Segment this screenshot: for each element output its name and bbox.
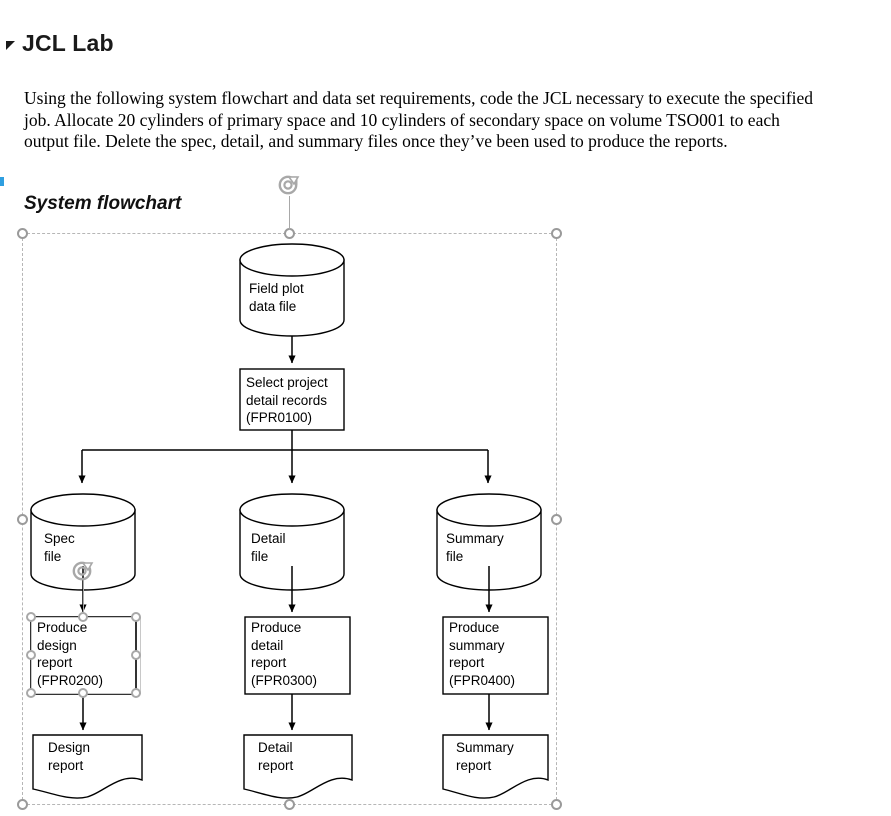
label-spec-file: Spec file bbox=[44, 531, 75, 564]
node-field-plot-data-file[interactable] bbox=[239, 243, 345, 337]
node-detail-report-document[interactable] bbox=[243, 734, 353, 799]
label-produce-summary-report: Produce summary report (FPR0400) bbox=[449, 620, 516, 688]
node-produce-detail-report-box[interactable] bbox=[244, 616, 351, 695]
rotate-icon[interactable] bbox=[276, 172, 302, 198]
label-design-report: Design report bbox=[48, 740, 91, 773]
node-produce-summary-report-box[interactable] bbox=[442, 616, 549, 695]
shape-handle-middle-left[interactable] bbox=[26, 650, 36, 660]
shape-rotation-handle-stem bbox=[83, 580, 84, 614]
label-summary-report: Summary report bbox=[456, 740, 514, 773]
page-header: JCL Lab bbox=[6, 30, 114, 57]
rotation-handle-stem bbox=[289, 196, 290, 230]
label-detail-file: Detail file bbox=[251, 531, 286, 564]
shape-handle-bottom-left[interactable] bbox=[26, 688, 36, 698]
selection-handle-bottom-left[interactable] bbox=[17, 799, 28, 810]
connector-branch-tree bbox=[78, 430, 492, 484]
left-edge-marker bbox=[0, 177, 4, 186]
shape-handle-bottom-center[interactable] bbox=[78, 688, 88, 698]
label-detail-report: Detail report bbox=[258, 740, 294, 773]
shape-handle-bottom-right[interactable] bbox=[131, 688, 141, 698]
intro-paragraph: Using the following system flowchart and… bbox=[24, 88, 814, 151]
flowchart-heading: System flowchart bbox=[24, 193, 182, 214]
connector-produce-to-documents bbox=[79, 694, 493, 731]
label-summary-file: Summary file bbox=[446, 531, 504, 564]
selection-handle-bottom-center[interactable] bbox=[284, 799, 295, 810]
label-produce-detail-report: Produce detail report (FPR0300) bbox=[251, 620, 318, 688]
collapse-triangle-icon[interactable] bbox=[6, 41, 15, 50]
node-spec-file[interactable] bbox=[30, 493, 136, 591]
selection-handle-top-left[interactable] bbox=[17, 228, 28, 239]
node-summary-report-document[interactable] bbox=[442, 734, 549, 799]
shape-handle-top-right[interactable] bbox=[131, 612, 141, 622]
page-title: JCL Lab bbox=[22, 30, 114, 56]
node-select-project-box[interactable] bbox=[239, 368, 345, 431]
shape-handle-middle-right[interactable] bbox=[131, 650, 141, 660]
node-design-report-document[interactable] bbox=[32, 734, 143, 799]
selection-handle-middle-right[interactable] bbox=[551, 514, 562, 525]
selection-handle-top-right[interactable] bbox=[551, 228, 562, 239]
selection-handle-middle-left[interactable] bbox=[17, 514, 28, 525]
shape-rotate-icon[interactable] bbox=[70, 558, 96, 584]
node-detail-file[interactable] bbox=[239, 493, 345, 591]
selection-handle-bottom-right[interactable] bbox=[551, 799, 562, 810]
node-summary-file[interactable] bbox=[436, 493, 542, 591]
shape-handle-top-left[interactable] bbox=[26, 612, 36, 622]
label-field-plot-data-file: Field plot data file bbox=[249, 281, 304, 314]
label-select-project: Select project detail records (FPR0100) bbox=[246, 375, 328, 425]
label-produce-design-report: Produce design report (FPR0200) bbox=[37, 620, 104, 688]
